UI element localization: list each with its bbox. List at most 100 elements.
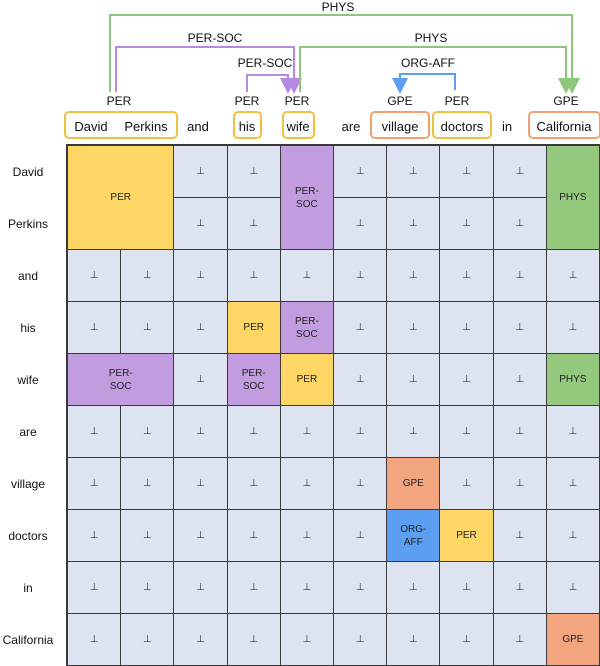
empty-cell: ⊥ [121,250,174,301]
empty-cell: ⊥ [546,406,599,457]
empty-cell: ⊥ [334,198,387,249]
empty-cell: ⊥ [280,510,333,561]
empty-cell: ⊥ [334,146,387,197]
tag-cell-per-soc: PER- SOC [280,302,333,353]
relation-label-phys-outer: PHYS [321,0,355,14]
empty-cell: ⊥ [493,302,546,353]
entity-box-wife [282,111,315,139]
row-label-are: are [19,425,37,439]
word-are: are [341,119,361,134]
empty-cell: ⊥ [493,198,546,249]
empty-cell: ⊥ [174,510,227,561]
empty-cell: ⊥ [68,614,121,665]
word-village: village [381,119,419,134]
tag-cell-per-soc: PER- SOC [227,354,280,405]
word-his: his [238,119,256,134]
arc-persoc-outer [115,46,302,94]
arc-orgaff [392,73,456,94]
row-label-california: California [2,633,54,647]
arc-phys-inner [299,46,574,94]
empty-cell: ⊥ [493,510,546,561]
empty-cell: ⊥ [546,562,599,613]
relation-label-persoc-inner: PER-SOC [237,56,293,70]
empty-cell: ⊥ [174,302,227,353]
empty-cell: ⊥ [68,458,121,509]
row-label-village: village [10,477,46,491]
entity-box-village [370,111,430,139]
empty-cell: ⊥ [387,198,440,249]
tag-cell-gpe: GPE [387,458,440,509]
empty-cell: ⊥ [493,458,546,509]
tag-cell-per: PER [227,302,280,353]
relation-label-orgaff: ORG-AFF [401,56,455,70]
empty-cell: ⊥ [227,614,280,665]
row-label-in: in [23,581,33,595]
empty-cell: ⊥ [546,302,599,353]
empty-cell: ⊥ [227,510,280,561]
entity-type-wife: PER [284,94,310,108]
tag-cell-gpe: GPE [546,614,599,665]
empty-cell: ⊥ [493,406,546,457]
entity-type-doctors: PER [444,94,470,108]
entity-box-doctors [432,111,492,139]
empty-cell: ⊥ [546,510,599,561]
empty-cell: ⊥ [280,406,333,457]
empty-cell: ⊥ [68,406,121,457]
empty-cell: ⊥ [334,250,387,301]
empty-cell: ⊥ [440,146,493,197]
empty-cell: ⊥ [227,458,280,509]
empty-cell: ⊥ [121,510,174,561]
word-wife: wife [286,119,310,134]
empty-cell: ⊥ [174,458,227,509]
empty-cell: ⊥ [280,250,333,301]
word-california: California [536,119,592,134]
empty-cell: ⊥ [174,250,227,301]
empty-cell: ⊥ [440,614,493,665]
empty-cell: ⊥ [121,406,174,457]
empty-cell: ⊥ [280,458,333,509]
empty-cell: ⊥ [227,198,280,249]
arc-phys-outer [109,14,580,94]
tag-cell-phys: PHYS [546,146,599,249]
entity-type-california: GPE [553,94,579,108]
empty-cell: ⊥ [174,146,227,197]
empty-cell: ⊥ [121,458,174,509]
empty-cell: ⊥ [68,562,121,613]
empty-cell: ⊥ [440,562,493,613]
word-david: David [74,119,108,134]
empty-cell: ⊥ [227,562,280,613]
empty-cell: ⊥ [387,146,440,197]
row-label-perkins: Perkins [7,217,48,231]
row-label-david: David [12,165,44,179]
empty-cell: ⊥ [174,354,227,405]
empty-cell: ⊥ [387,406,440,457]
arc-persoc-inner [246,74,296,94]
tag-cell-org-aff: ORG- AFF [387,510,440,561]
empty-cell: ⊥ [493,146,546,197]
empty-cell: ⊥ [334,458,387,509]
empty-cell: ⊥ [227,250,280,301]
tag-cell-per: PER [280,354,333,405]
empty-cell: ⊥ [546,458,599,509]
empty-cell: ⊥ [334,562,387,613]
tag-cell-per: PER [440,510,493,561]
word-doctors: doctors [440,119,484,134]
entity-type-his: PER [234,94,260,108]
empty-cell: ⊥ [440,406,493,457]
entity-box-his [233,111,262,139]
row-label-his: his [20,321,36,335]
word-and: and [187,119,209,134]
entity-type-village: GPE [387,94,413,108]
empty-cell: ⊥ [334,510,387,561]
entity-box-david-perkins [64,111,178,139]
empty-cell: ⊥ [387,562,440,613]
tag-cell-per-soc: PER- SOC [280,146,333,249]
tag-cell-phys: PHYS [546,354,599,405]
relation-label-phys-inner: PHYS [414,31,448,45]
empty-cell: ⊥ [493,562,546,613]
empty-cell: ⊥ [68,250,121,301]
empty-cell: ⊥ [174,198,227,249]
row-label-wife: wife [17,373,39,387]
empty-cell: ⊥ [440,198,493,249]
